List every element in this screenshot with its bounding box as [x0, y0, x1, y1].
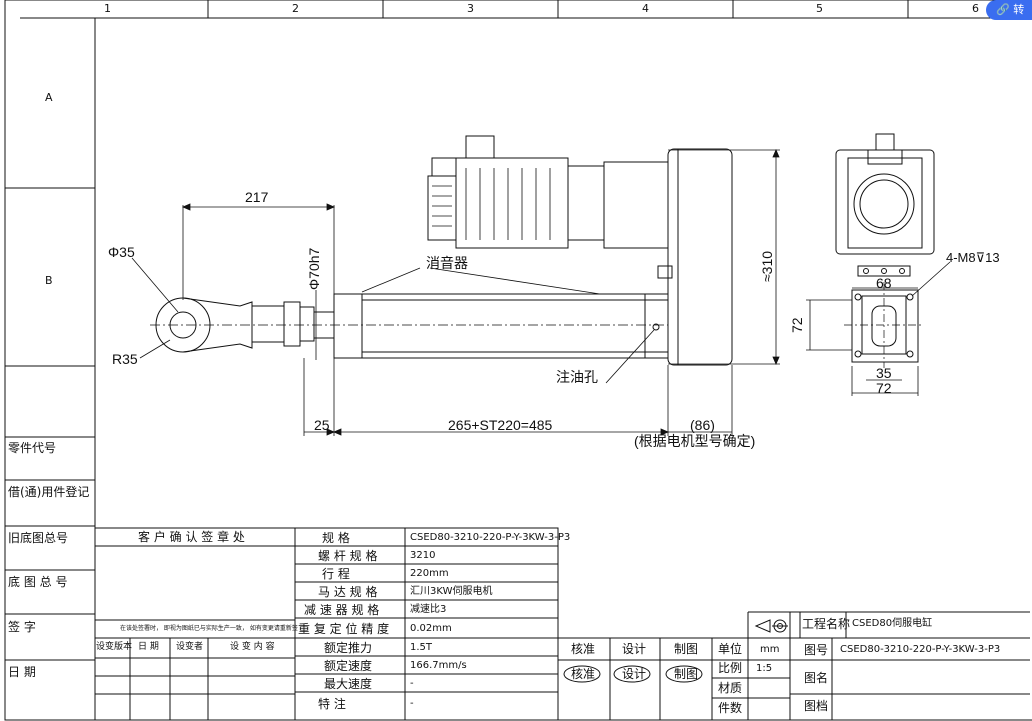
tb-project-label: 工程名称 [802, 617, 851, 631]
dim-217: 217 [245, 189, 269, 205]
tb-design-header: 设计 [622, 642, 647, 656]
spec-label: 最大速度 [324, 677, 373, 691]
tb-name-label: 图名 [804, 671, 829, 685]
label-muffler: 消音器 [426, 255, 468, 271]
tb-drawing-no-value: CSED80-3210-220-P-Y-3KW-3-P3 [840, 644, 1001, 655]
spec-value: 减速比3 [410, 604, 447, 615]
dim-72-bottom: 72 [876, 380, 892, 396]
tb-material-label: 材质 [718, 681, 743, 695]
tb-archive-label: 图档 [804, 699, 829, 713]
col-label-1: 1 [104, 2, 111, 15]
side-signature: 签 字 [8, 620, 36, 634]
tb-unit-label: 单位 [718, 642, 743, 656]
col-changer: 设变者 [176, 642, 204, 652]
spec-value: 0.02mm [410, 623, 452, 634]
col-change-date: 日 期 [138, 642, 159, 652]
link-icon: 🔗 [996, 3, 1010, 16]
spec-label: 螺 杆 规 格 [318, 549, 378, 563]
customer-sign-title: 客 户 确 认 签 章 处 [138, 530, 245, 544]
side-old-drawing-no: 旧底图总号 [8, 531, 69, 545]
tb-ratio-label: 比例 [718, 661, 743, 675]
side-date: 日 期 [8, 665, 36, 679]
spec-value: 166.7mm/s [410, 660, 467, 671]
tb-check-header: 核准 [571, 642, 596, 656]
dim-25: 25 [314, 417, 330, 433]
spec-value: 汇川3KW伺服电机 [410, 586, 493, 597]
side-borrow-register: 借(通)用件登记 [8, 485, 90, 499]
row-label-b: B [45, 274, 53, 287]
label-oil-hole: 注油孔 [556, 369, 598, 385]
tb-drawing-stamp: 制图 [674, 667, 699, 681]
spec-label: 减 速 器 规 格 [304, 603, 380, 617]
spec-label: 额定推力 [324, 641, 373, 655]
spec-label: 规 格 [322, 531, 350, 545]
col-label-3: 3 [467, 2, 474, 15]
spec-label: 马 达 规 格 [318, 585, 378, 599]
spec-value: 1.5T [410, 642, 433, 653]
dim-68: 68 [876, 275, 892, 291]
dim-72-vertical: 72 [789, 317, 805, 333]
spec-value: CSED80-3210-220-P-Y-3KW-3-P3 [410, 532, 571, 543]
dim-35-bottom: 35 [876, 365, 892, 381]
dim-r35: R35 [112, 351, 138, 367]
tb-pieces-label: 件数 [718, 701, 743, 715]
dim-phi35: Φ35 [108, 244, 135, 260]
share-badge-label: 转 [1013, 3, 1025, 16]
dim-310: ≈310 [759, 250, 775, 282]
spec-value: 220mm [410, 568, 449, 579]
spec-label: 特 注 [318, 697, 346, 711]
col-change-version: 设变版本 [96, 642, 133, 652]
tb-design-stamp: 设计 [622, 667, 647, 681]
spec-label: 额定速度 [324, 659, 373, 673]
dim-phi70h7: Φ70h7 [306, 247, 322, 290]
spec-value: 3210 [410, 550, 436, 561]
spec-label: 行 程 [322, 567, 350, 581]
spec-label: 重 复 定 位 精 度 [298, 622, 390, 636]
col-label-6: 6 [972, 2, 979, 15]
side-base-drawing-no: 底 图 总 号 [8, 575, 68, 589]
note-motor-model: (根据电机型号确定) [634, 433, 756, 449]
label-m8-thread: 4-M8⊽13 [946, 250, 1000, 265]
tb-project-value: CSED80伺服电缸 [852, 618, 933, 629]
tb-drawing-header: 制图 [674, 642, 699, 656]
col-label-2: 2 [292, 2, 299, 15]
tb-drawing-no-label: 图号 [804, 643, 829, 657]
spec-value: - [410, 678, 414, 689]
tb-ratio-value: 1:5 [756, 663, 773, 674]
tb-unit-value: mm [760, 644, 780, 655]
spec-value: - [410, 698, 414, 709]
dim-stroke-total: 265+ST220=485 [448, 417, 553, 433]
dim-86: (86) [690, 417, 715, 433]
side-part-code: 零件代号 [8, 441, 57, 455]
customer-note: 在该处签署时， 即视为图纸已与实际生产一致， 如有变更请重新签 [120, 625, 298, 632]
row-label-a: A [45, 91, 53, 104]
share-badge-button[interactable]: 🔗 转 [986, 0, 1032, 20]
col-label-5: 5 [816, 2, 823, 15]
col-change-content: 设 变 内 容 [230, 642, 275, 652]
tb-check-stamp: 核准 [571, 667, 596, 681]
col-label-4: 4 [642, 2, 649, 15]
